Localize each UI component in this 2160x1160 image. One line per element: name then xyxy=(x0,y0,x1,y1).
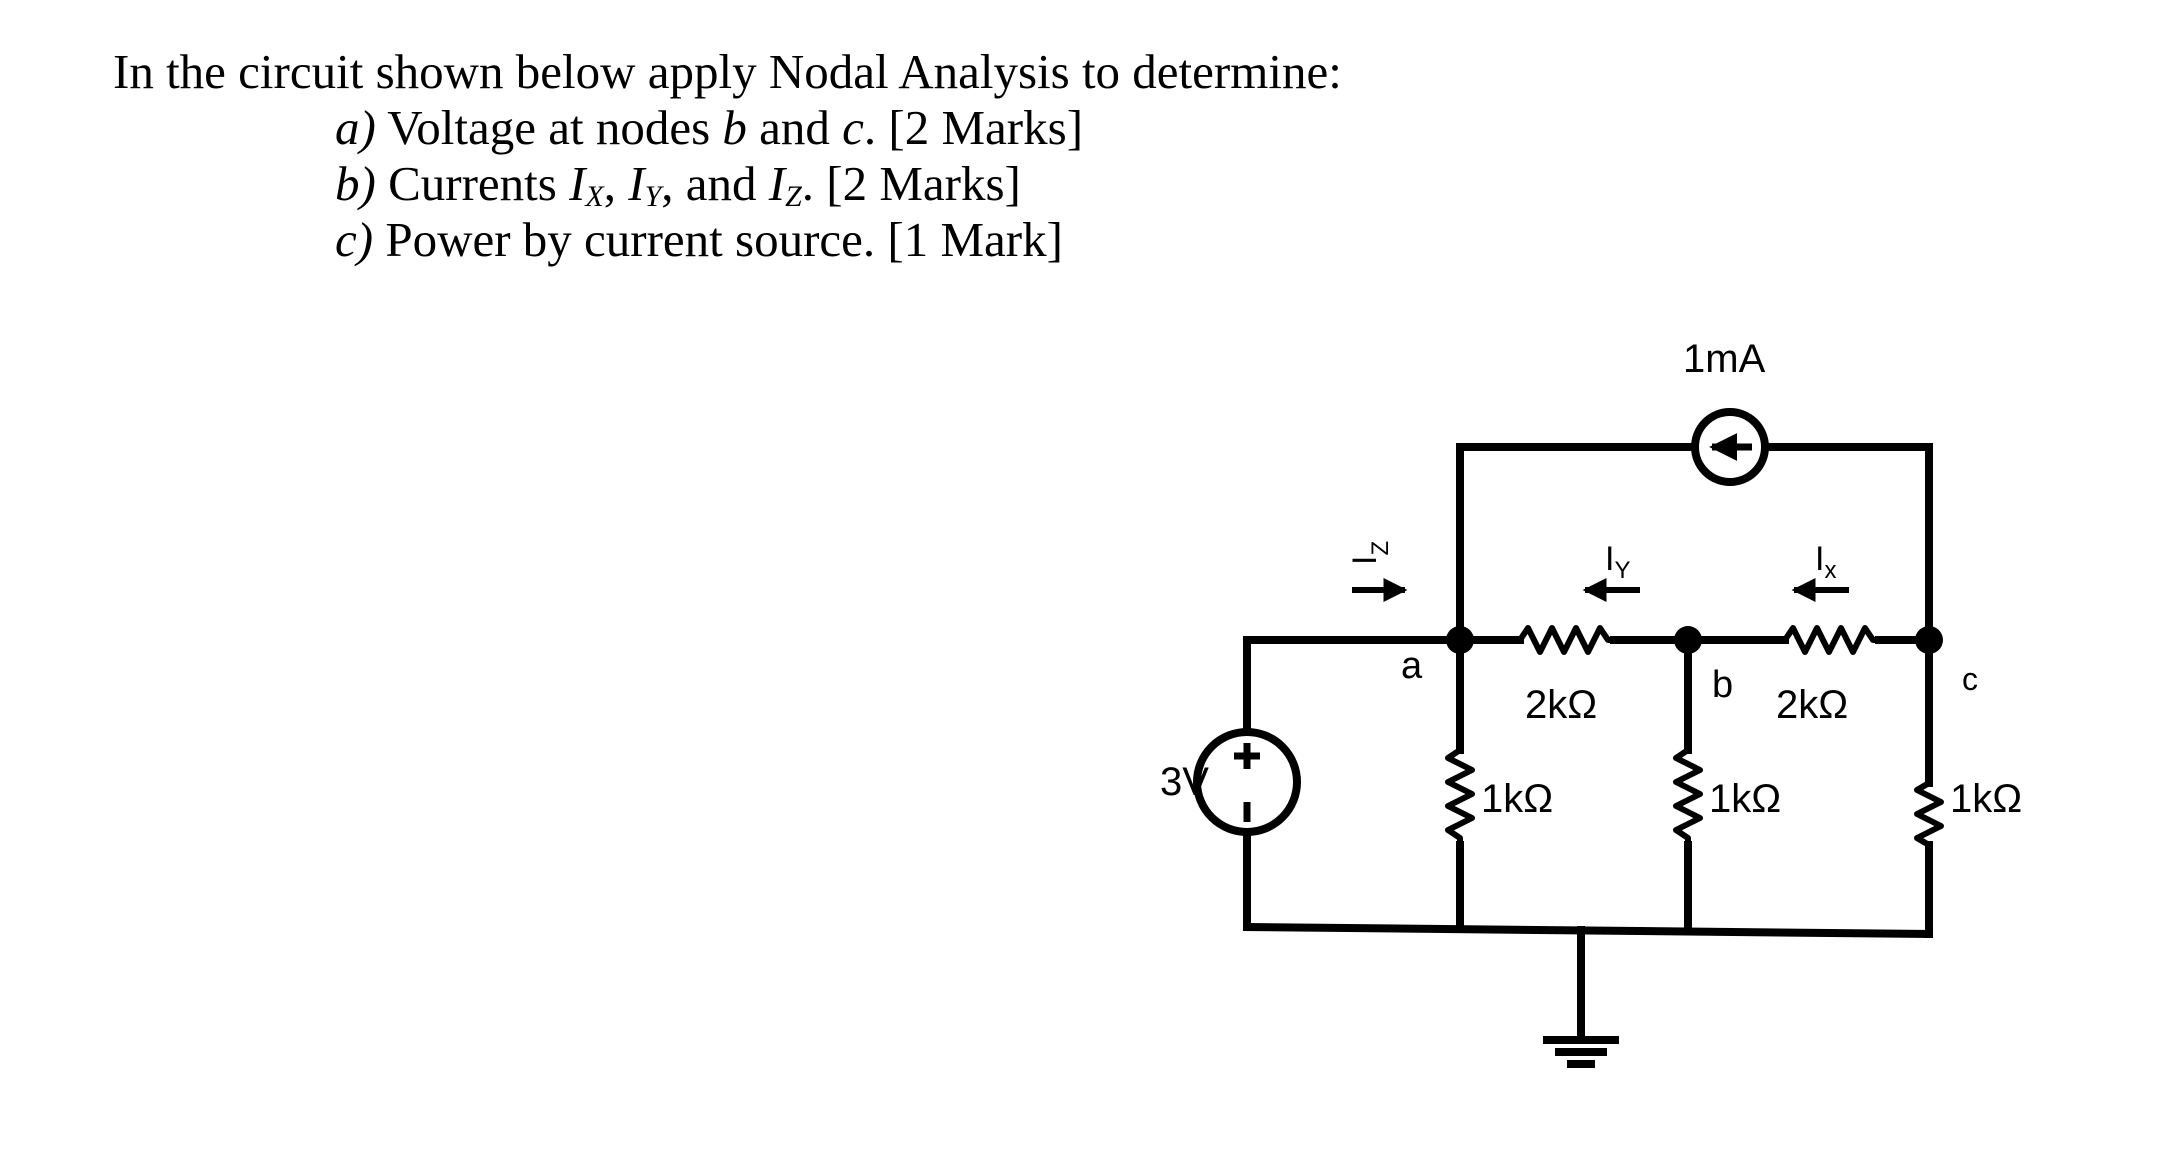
part-b-ix-sub: X xyxy=(585,180,604,213)
problem-intro: In the circuit shown below apply Nodal A… xyxy=(113,44,1342,99)
part-c-text: Power by current source. [1 Mark] xyxy=(373,212,1063,267)
part-a-text: Voltage at nodes xyxy=(375,100,723,155)
part-b-sep2: , and xyxy=(661,156,769,211)
current-source-label: 1mA xyxy=(1683,337,1766,381)
problem-statement: In the circuit shown below apply Nodal A… xyxy=(113,44,1342,268)
resistor-b-gnd-icon xyxy=(1673,747,1703,848)
r-b-gnd-label: 1kΩ xyxy=(1709,777,1781,821)
ix-label: Ix xyxy=(1815,540,1836,584)
wire-bottom xyxy=(1242,922,1934,939)
r-c-gnd-label: 1kΩ xyxy=(1950,777,2022,821)
resistor-a-gnd-icon xyxy=(1445,747,1475,848)
wire-top xyxy=(1456,443,1700,644)
part-b-text: Currents xyxy=(375,156,570,211)
r-ab-label: 2kΩ xyxy=(1525,683,1597,727)
iz-label: IZ xyxy=(1346,541,1394,565)
node-c-dot xyxy=(1915,626,1943,654)
part-b-iy: I xyxy=(628,156,645,211)
current-source-icon xyxy=(1691,408,1769,486)
node-c-label: c xyxy=(1962,661,1978,697)
r-bc-label: 2kΩ xyxy=(1776,683,1848,727)
part-c-label: c) xyxy=(335,212,374,267)
ground-icon xyxy=(1543,1036,1619,1068)
node-a-dot xyxy=(1446,626,1474,654)
circuit-wires xyxy=(1242,443,1934,1044)
part-a-marks: . [2 Marks] xyxy=(863,100,1084,155)
part-a-label: a) xyxy=(335,100,376,155)
part-a-node-c: c xyxy=(842,100,864,155)
voltage-source-icon xyxy=(1193,728,1301,836)
part-b-iz-sub: Z xyxy=(785,180,802,213)
iy-label: IY xyxy=(1605,540,1630,584)
resistor-bc-icon xyxy=(1782,625,1882,655)
part-b-iy-sub: Y xyxy=(644,180,662,213)
resistor-ab-icon xyxy=(1517,625,1617,655)
part-a-and: and xyxy=(746,100,843,155)
part-b-label: b) xyxy=(335,156,376,211)
part-a-node-b: b xyxy=(722,100,747,155)
part-b-marks: . [2 Marks] xyxy=(801,156,1021,211)
part-b-iz: I xyxy=(768,156,786,211)
part-b-sep1: , xyxy=(603,156,629,211)
part-b-ix: I xyxy=(569,156,586,211)
r-a-gnd-label: 1kΩ xyxy=(1481,777,1553,821)
node-b-label: b xyxy=(1712,664,1733,706)
node-b-dot xyxy=(1674,626,1702,654)
part-c: c) Power by current source. [1 Mark] xyxy=(335,212,1342,268)
part-b: b) Currents IX, IY, and IZ. [2 Marks] xyxy=(335,156,1342,212)
voltage-source-label: 3V xyxy=(1160,760,1209,804)
part-a: a) Voltage at nodes b and c. [2 Marks] xyxy=(335,100,1342,156)
resistor-c-gnd-icon xyxy=(1914,780,1944,848)
node-a-label: a xyxy=(1401,645,1423,687)
